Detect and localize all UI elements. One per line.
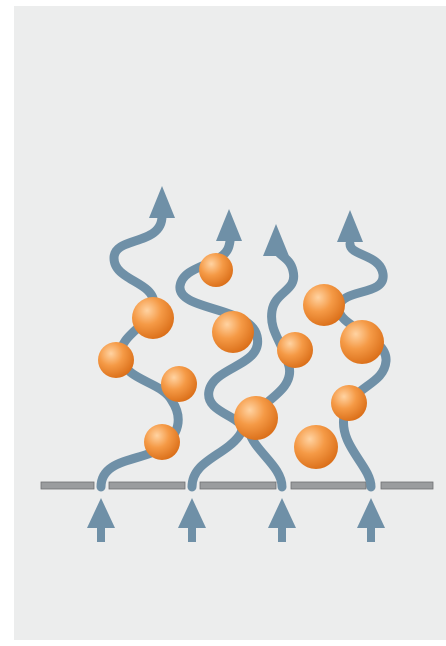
up-arrow-icon xyxy=(263,224,289,256)
sphere-icon xyxy=(303,284,345,326)
barrier-segment xyxy=(380,481,434,490)
barrier-segment xyxy=(290,481,367,490)
diagram-panel xyxy=(14,6,446,640)
up-arrow-icon xyxy=(357,498,385,542)
flow-path xyxy=(175,229,263,492)
barrier xyxy=(40,481,434,490)
up-arrow-icon xyxy=(337,210,363,242)
sphere-icon xyxy=(98,342,134,378)
up-arrow-icon xyxy=(87,498,115,542)
barrier-segment xyxy=(40,481,95,490)
particles xyxy=(98,253,384,469)
up-arrow-icon xyxy=(178,498,206,542)
up-arrow-icon xyxy=(268,498,296,542)
sphere-icon xyxy=(331,385,367,421)
sphere-icon xyxy=(199,253,233,287)
sphere-icon xyxy=(132,297,174,339)
barrier-segment xyxy=(108,481,186,490)
sphere-icon xyxy=(234,396,278,440)
sphere-icon xyxy=(294,425,338,469)
sphere-icon xyxy=(277,332,313,368)
sphere-icon xyxy=(340,320,384,364)
sphere-icon xyxy=(161,366,197,402)
up-arrow-icon xyxy=(149,186,175,218)
outlet-arrows xyxy=(149,186,363,256)
barrier-segment xyxy=(199,481,277,490)
up-arrow-icon xyxy=(216,209,242,241)
inlet-arrows xyxy=(87,498,385,542)
sphere-icon xyxy=(144,424,180,460)
sphere-icon xyxy=(212,311,254,353)
flow-diagram xyxy=(14,6,446,640)
